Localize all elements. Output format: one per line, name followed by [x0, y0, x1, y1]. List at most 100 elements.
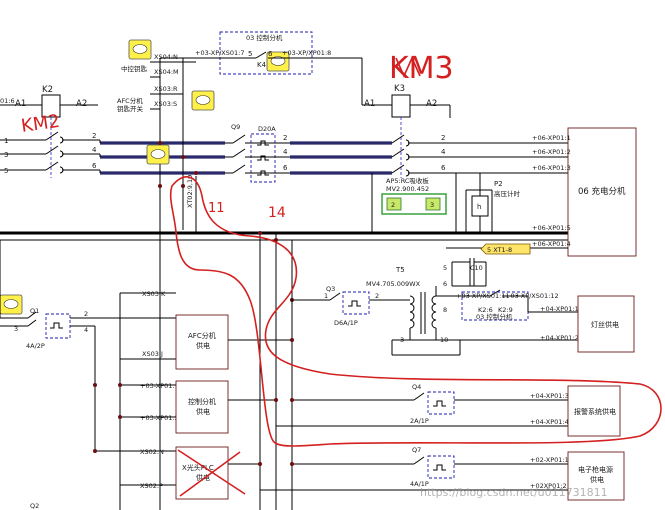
p03-1-label: +03-XP01:1 — [140, 382, 179, 390]
mv-label: MV4.705.009WX — [366, 280, 421, 288]
xp01-3-label: +06-XP01:3 — [532, 164, 571, 172]
k2-label: K2 — [42, 85, 53, 95]
q3-pin-1: 1 — [324, 292, 328, 300]
afc-key-label-1: AFC分机 — [117, 96, 143, 105]
k2-pole-1: 1 — [4, 137, 8, 145]
comment-icon[interactable] — [128, 39, 152, 60]
k2-a2-label: A2 — [76, 99, 87, 109]
ctrl-ext-box-top — [219, 31, 313, 75]
q7-trip — [433, 464, 446, 471]
ctrl-supply-label-2: 供电 — [196, 407, 210, 416]
c10-label: C10 — [470, 264, 483, 272]
ap5-pin-2 — [386, 197, 402, 211]
q1-rating: 4A/2P — [26, 342, 45, 350]
k3-pole-6: 6 — [441, 164, 446, 172]
junction-dot — [181, 155, 185, 159]
junction-dot — [158, 141, 162, 145]
xs03s-label: XS03:S — [154, 100, 177, 108]
junction-dot — [290, 462, 294, 466]
comment-icon[interactable] — [0, 294, 23, 315]
lamp-supply-box — [577, 295, 635, 353]
k2-pole-3: 3 — [4, 151, 8, 159]
hw-km3-k — [395, 56, 421, 78]
p2-label: P2 — [494, 180, 503, 188]
k2-6-label: K2:6 — [478, 306, 493, 314]
q3-trip — [348, 300, 361, 307]
q7-rating: 4A/1P — [410, 480, 429, 488]
plc-supply-label-2: 供电 — [196, 473, 210, 482]
k4-contact — [255, 51, 267, 59]
junction-dot — [118, 415, 122, 419]
ap5-pin-3 — [425, 197, 441, 211]
xp01-7-label: +03-XP/XS01:7 — [195, 49, 244, 57]
t5-pin-8: 8 — [443, 306, 447, 314]
t5-pin-6: 6 — [443, 280, 447, 288]
junction-dot — [258, 231, 262, 235]
afc-supply-label-1: AFC分机 — [188, 331, 216, 340]
q1-pin-3: 3 — [14, 325, 18, 333]
k2-9-label: K2:9 — [498, 306, 513, 314]
k4-pin-5: 5 — [248, 50, 252, 58]
comment-icon[interactable] — [146, 144, 170, 165]
afc-supply-box — [175, 314, 229, 370]
ap5-pin-2-label: 2 — [391, 201, 395, 209]
comment-icon[interactable] — [191, 90, 215, 111]
q7-label: Q7 — [412, 446, 421, 454]
lamp-supply-label: 灯丝供电 — [591, 320, 619, 329]
q4-breaker-box — [427, 391, 455, 415]
egun-supply-box — [567, 451, 625, 501]
k2-pole-5: 5 — [4, 167, 8, 175]
junction-dot — [194, 171, 198, 175]
afc-supply-label-2: 供电 — [196, 341, 210, 350]
xp04-4-label: +04-XP01:4 — [530, 418, 569, 426]
junction-dot — [290, 398, 294, 402]
hw-km2: KM2 — [20, 111, 61, 137]
plc-cross-out — [177, 449, 246, 497]
hw-loop-annotation — [169, 176, 662, 447]
ctrl-supply-label-1: 控制分机 — [188, 397, 216, 406]
xp04-2-label: +04-XP01:2 — [540, 334, 579, 342]
k2-contacts — [0, 131, 100, 174]
ap5-label-1: AP5:RC吸收板 — [386, 176, 429, 185]
d20a-label: D20A — [258, 125, 276, 133]
xt02-label: XT02:9,10 — [186, 175, 194, 208]
plc-supply-box — [175, 446, 229, 500]
q4-trip — [433, 400, 446, 407]
junction-dot — [181, 184, 185, 188]
q1-breaker-box — [45, 313, 71, 339]
p2-desc: 高压计时 — [494, 189, 521, 198]
xp01-8-label: +03-XP/XP01:8 — [282, 49, 331, 57]
k3-a1-label: A1 — [364, 99, 375, 109]
charging-unit-label: 06 充电分机 — [578, 186, 626, 197]
junction-dot — [93, 449, 97, 453]
xs04m-label: XS04:M — [154, 68, 179, 76]
q4-label: Q4 — [412, 383, 421, 391]
q2-label: Q2 — [30, 502, 39, 510]
junction-dot — [290, 338, 294, 342]
t5-label: T5 — [395, 266, 405, 274]
hw-14: 14 — [268, 205, 286, 221]
q9-pole-2: 2 — [283, 134, 287, 142]
watermark: https://blog.csdn.net/u011731811 — [420, 486, 608, 499]
junction-dot — [158, 184, 162, 188]
ctrl-supply-box — [175, 380, 229, 434]
q3-contact — [329, 292, 341, 301]
k4-label: K4 — [257, 61, 267, 69]
q3-rating: D6A/1P — [334, 319, 358, 327]
xs04n-label: XS04:N — [154, 53, 178, 61]
q9-pole-6: 6 — [283, 164, 288, 172]
xs02n-label: XS02:N — [140, 448, 164, 456]
p2-unit: h — [477, 203, 481, 211]
xp01-1-label: +06-XP01:1 — [532, 134, 571, 142]
comment-icon[interactable] — [266, 51, 290, 72]
afc-key-label-2: 钥匙开关 — [117, 104, 144, 113]
k3-coil — [391, 94, 411, 118]
q1-label: Q1 — [30, 307, 39, 315]
plc-supply-label-1: X光头PLC — [182, 463, 214, 472]
egun-supply-label-1: 电子枪电源 — [578, 465, 613, 474]
hw-11: 11 — [208, 201, 225, 216]
q9-pole-4: 4 — [283, 148, 288, 156]
junction-dot — [274, 398, 278, 402]
xp01-2-label: +06-XP01:2 — [532, 148, 571, 156]
